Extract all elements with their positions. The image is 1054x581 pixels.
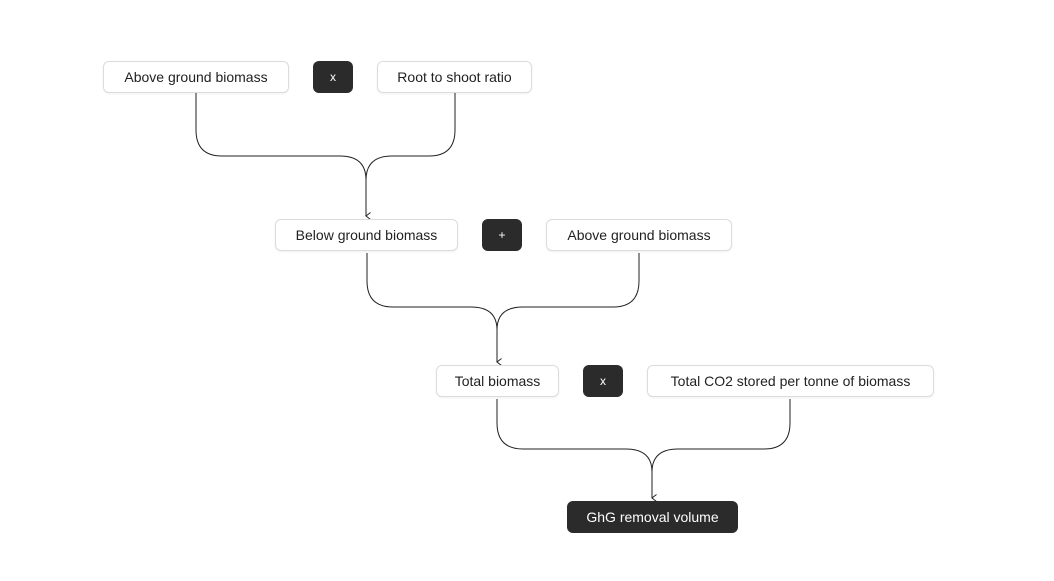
box-label: Above ground biomass: [124, 69, 268, 85]
above-ground-biomass-box: Above ground biomass: [103, 61, 289, 93]
box-label: Total biomass: [454, 373, 541, 389]
multiply-operator: x: [313, 61, 353, 93]
operator-label: x: [600, 374, 606, 388]
plus-operator: +: [482, 219, 522, 251]
operator-label: +: [498, 228, 506, 242]
multiply-operator-2: x: [583, 365, 623, 397]
connector-row3-right: [651, 399, 791, 473]
root-to-shoot-ratio-box: Root to shoot ratio: [377, 61, 532, 93]
total-biomass-box: Total biomass: [436, 365, 559, 397]
connector-row2-right: [496, 253, 640, 331]
connector-row1-right: [365, 93, 456, 181]
co2-per-tonne-box: Total CO2 stored per tonne of biomass: [647, 365, 934, 397]
ghg-removal-volume-result: GhG removal volume: [567, 501, 738, 533]
box-label: Above ground biomass: [567, 227, 711, 243]
connector-row2-left: [366, 253, 502, 366]
connector-row3-left: [496, 399, 657, 502]
result-label: GhG removal volume: [586, 509, 719, 525]
operator-label: x: [330, 70, 336, 84]
connector-row1-left: [195, 93, 371, 220]
below-ground-biomass-box: Below ground biomass: [275, 219, 458, 251]
box-label: Root to shoot ratio: [397, 69, 512, 85]
box-label: Total CO2 stored per tonne of biomass: [670, 373, 911, 389]
above-ground-biomass-box-2: Above ground biomass: [546, 219, 732, 251]
box-label: Below ground biomass: [295, 227, 438, 243]
